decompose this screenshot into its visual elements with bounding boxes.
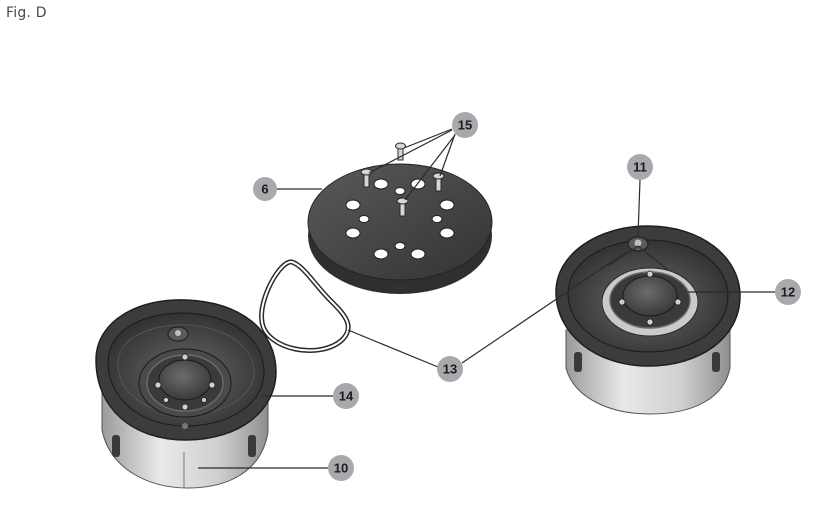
sanding-pad: [308, 164, 492, 294]
callout-10: 10: [328, 455, 354, 481]
callout-13-label: 13: [443, 362, 457, 377]
callout-10-label: 10: [334, 461, 348, 476]
callout-13: 13: [437, 356, 463, 382]
callout-12: 12: [775, 279, 801, 305]
callout-14-label: 14: [339, 389, 354, 404]
callout-6-label: 6: [261, 182, 268, 197]
callout-11: 11: [627, 154, 653, 180]
callout-12-label: 12: [781, 285, 795, 300]
callout-15-label: 15: [458, 118, 472, 133]
motor-housing-left: [96, 300, 276, 488]
callout-15: 15: [452, 112, 478, 138]
callout-14: 14: [333, 383, 359, 409]
callout-11-label: 11: [633, 160, 647, 175]
screw: [396, 143, 406, 160]
callout-6: 6: [253, 177, 277, 201]
